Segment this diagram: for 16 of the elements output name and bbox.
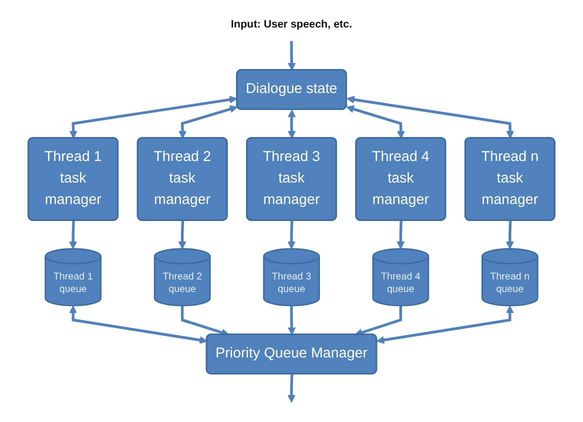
arrow [288,110,296,139]
arrow [288,374,296,403]
arrow [346,105,405,139]
node-text: Input: User speech, etc. [230,18,352,30]
arrow [346,96,514,139]
arrow [288,41,296,71]
arrow [288,220,296,250]
arrow [178,105,238,139]
arrow [506,220,514,250]
arrow [178,220,186,250]
arrow [396,220,405,250]
arrow [288,306,296,336]
arrow [69,220,78,250]
arrow [69,306,208,344]
arrow [69,96,238,139]
arrow [376,306,514,344]
